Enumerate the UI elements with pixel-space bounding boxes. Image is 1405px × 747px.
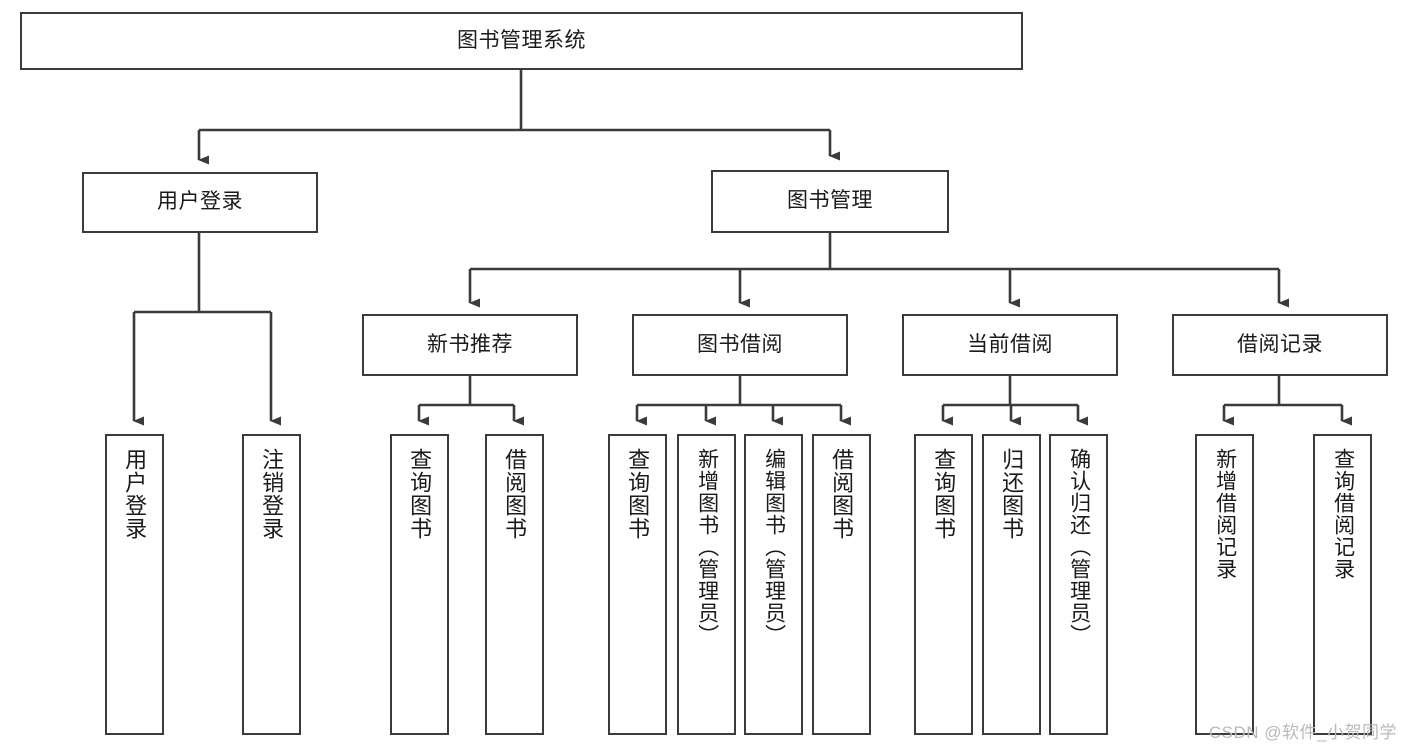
node-leaf-return-book[interactable]: 归还图书 <box>982 434 1041 735</box>
node-leaf-query-book-2-label: 查询图书 <box>625 448 651 540</box>
node-book-manage[interactable]: 图书管理 <box>711 170 949 233</box>
node-leaf-logout-login-label: 注销登录 <box>259 448 285 540</box>
node-root-system[interactable]: 图书管理系统 <box>20 12 1023 70</box>
node-leaf-borrow-book-2[interactable]: 借阅图书 <box>812 434 871 735</box>
node-leaf-add-borrow-record[interactable]: 新增借阅记录 <box>1195 434 1254 735</box>
node-book-borrow[interactable]: 图书借阅 <box>632 314 848 376</box>
node-borrow-record[interactable]: 借阅记录 <box>1172 314 1388 376</box>
node-leaf-logout-login[interactable]: 注销登录 <box>242 434 301 735</box>
node-leaf-add-borrow-record-label: 新增借阅记录 <box>1213 448 1237 580</box>
node-current-borrow[interactable]: 当前借阅 <box>902 314 1118 376</box>
node-leaf-add-book-admin[interactable]: 新增图书（管理员） <box>677 434 736 735</box>
node-user-login-label: 用户登录 <box>157 190 243 214</box>
node-book-borrow-label: 图书借阅 <box>697 332 783 356</box>
node-leaf-borrow-book-1[interactable]: 借阅图书 <box>485 434 544 735</box>
node-new-book-recommend-label: 新书推荐 <box>427 332 513 356</box>
node-user-login[interactable]: 用户登录 <box>82 172 318 233</box>
node-leaf-query-book-2[interactable]: 查询图书 <box>608 434 667 735</box>
node-leaf-query-book-3[interactable]: 查询图书 <box>914 434 973 735</box>
node-leaf-borrow-book-2-label: 借阅图书 <box>829 448 855 540</box>
node-book-manage-label: 图书管理 <box>787 189 873 213</box>
node-leaf-user-login[interactable]: 用户登录 <box>105 434 164 735</box>
node-leaf-return-book-label: 归还图书 <box>999 448 1025 540</box>
node-leaf-query-book-1[interactable]: 查询图书 <box>390 434 449 735</box>
node-leaf-query-book-3-label: 查询图书 <box>931 448 957 540</box>
node-leaf-query-borrow-record[interactable]: 查询借阅记录 <box>1313 434 1372 735</box>
node-borrow-record-label: 借阅记录 <box>1237 332 1323 356</box>
node-leaf-user-login-label: 用户登录 <box>122 448 148 540</box>
node-leaf-edit-book-admin-label: 编辑图书（管理员） <box>762 448 786 646</box>
node-leaf-borrow-book-1-label: 借阅图书 <box>502 448 528 540</box>
node-leaf-confirm-return-admin-label: 确认归还（管理员） <box>1067 448 1091 646</box>
node-root-system-label: 图书管理系统 <box>457 28 586 52</box>
node-leaf-query-book-1-label: 查询图书 <box>407 448 433 540</box>
node-leaf-edit-book-admin[interactable]: 编辑图书（管理员） <box>744 434 803 735</box>
node-current-borrow-label: 当前借阅 <box>967 332 1053 356</box>
csdn-watermark: CSDN @软件_小贺同学 <box>1208 723 1397 742</box>
node-leaf-add-book-admin-label: 新增图书（管理员） <box>695 448 719 646</box>
node-leaf-confirm-return-admin[interactable]: 确认归还（管理员） <box>1049 434 1108 735</box>
node-new-book-recommend[interactable]: 新书推荐 <box>362 314 578 376</box>
node-leaf-query-borrow-record-label: 查询借阅记录 <box>1331 448 1355 580</box>
